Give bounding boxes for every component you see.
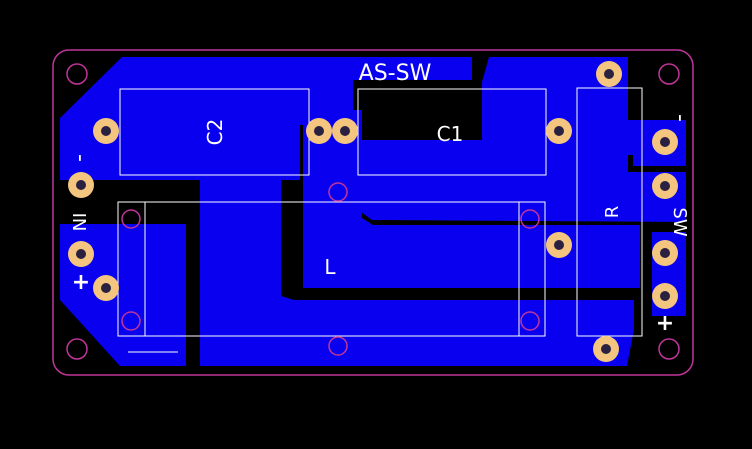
solder-pads [68,61,678,362]
pad-in-minus [68,172,94,198]
c2-label: C2 [203,119,227,146]
pad-c1-right [546,118,572,144]
output-plus-label: + [656,311,674,336]
board-title: AS-SW [359,61,432,86]
l-hole-3 [520,209,540,229]
pad-sw-2 [652,173,678,199]
input-plus-label: + [72,270,90,295]
mounting-hole-top-right [658,63,680,85]
pad-sw-1 [652,129,678,155]
pad-in-plus [68,241,94,267]
inductor-holes [121,182,540,356]
pad-sw-3 [652,240,678,266]
mounting-hole-bottom-left [66,338,88,360]
pad-r-bottom [593,336,619,362]
l-outline [117,201,546,337]
l-label: L [324,255,336,279]
input-minus-label: - [68,154,93,162]
pad-c1-left [332,118,358,144]
mounting-hole-bottom-right [658,338,680,360]
mounting-holes [66,63,680,360]
copper-region-top-right [482,57,686,166]
output-label: SW [669,207,690,236]
pad-c2-left [93,118,119,144]
l-hole-6 [520,311,540,331]
r-label: R [602,206,623,219]
copper-region-center [200,108,634,366]
silkscreen-outlines [117,87,643,353]
pad-l-left [93,275,119,301]
input-label: IN [68,213,89,232]
l-hole-4 [121,311,141,331]
mounting-hole-top-left [66,63,88,85]
r-outline [576,87,643,337]
c1-outline [357,88,547,176]
pad-sw-4 [652,283,678,309]
l-hole-2 [328,182,348,202]
c1-label: C1 [437,122,464,146]
pad-c2-right [306,118,332,144]
l-hole-1 [121,209,141,229]
pad-r-top [596,61,622,87]
output-minus-label: - [668,114,693,122]
pad-l-right [546,232,572,258]
board-outline [52,49,694,376]
l-hole-5 [328,336,348,356]
